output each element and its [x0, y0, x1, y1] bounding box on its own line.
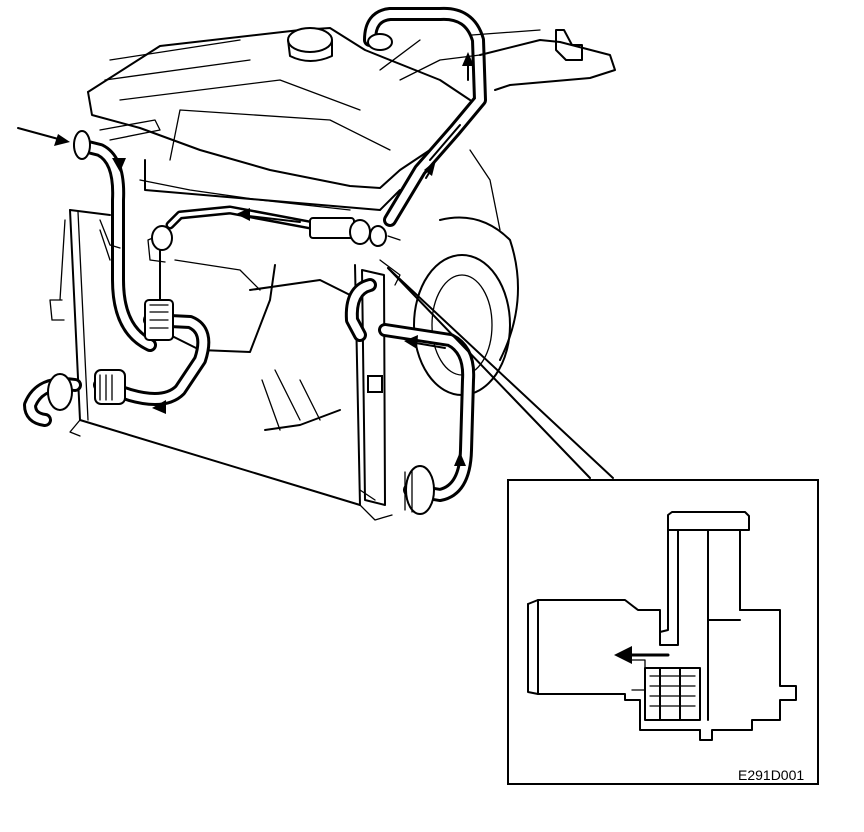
- heater-hose: [363, 6, 487, 227]
- flow-arrow-icon: [614, 646, 632, 664]
- engine-block: [87, 27, 519, 431]
- lower-coolant-hose: [23, 299, 211, 427]
- oil-filler-cap: [287, 27, 333, 53]
- flow-arrow-icon: [112, 158, 126, 172]
- flow-arrow-icon: [462, 52, 474, 66]
- flow-arrows: [17, 52, 474, 466]
- detail-leader-lines: [379, 259, 614, 479]
- flow-arrow-icon: [424, 160, 436, 176]
- radiator: [49, 209, 393, 521]
- bleed-pipe: [379, 29, 616, 91]
- radiator-return-hose: [344, 278, 476, 515]
- valve-detail-inset: E291D001: [507, 479, 819, 785]
- valve-cross-section: [527, 511, 797, 741]
- flow-arrow-icon: [454, 452, 466, 466]
- pointer-arrow-icon: [54, 134, 70, 146]
- control-valve: [309, 217, 355, 239]
- upper-coolant-hose: [73, 119, 161, 352]
- flow-arrow-icon: [152, 400, 166, 414]
- figure-code: E291D001: [738, 767, 804, 783]
- flow-arrow-icon: [236, 208, 250, 221]
- flow-arrow-icon: [404, 335, 418, 349]
